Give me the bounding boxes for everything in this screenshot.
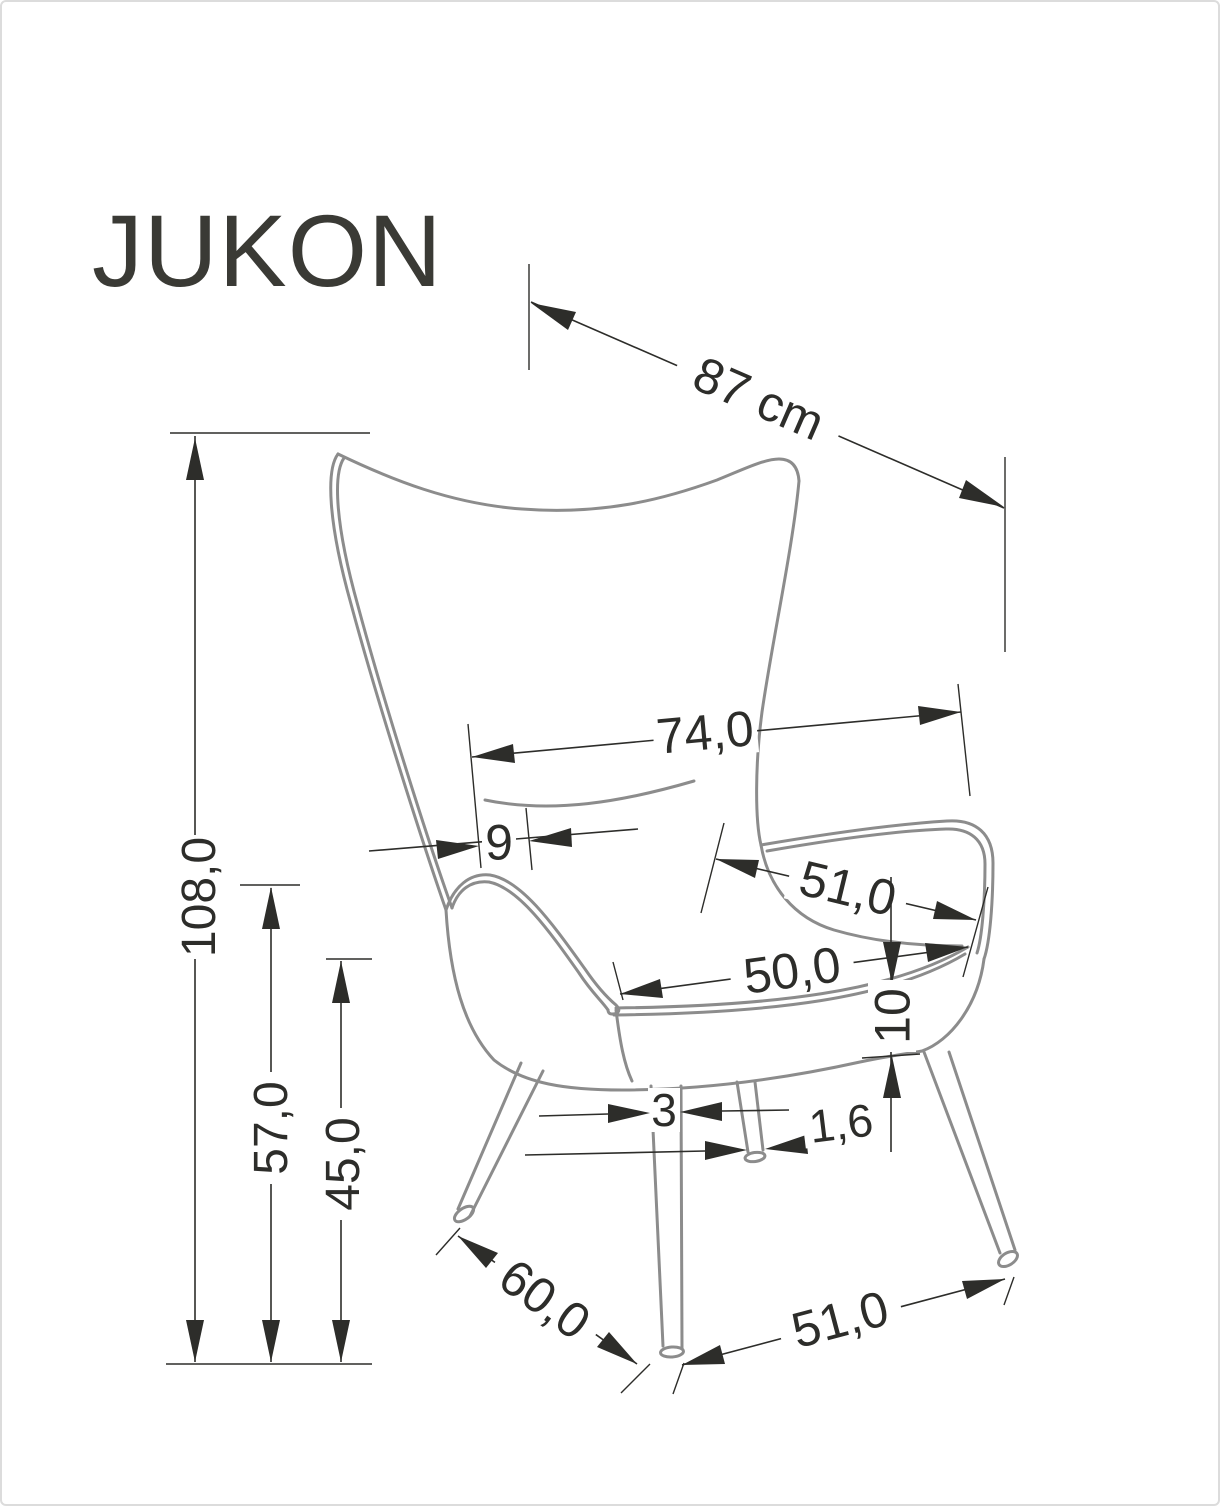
extension-line	[861, 1053, 921, 1059]
dim-back-width-label: 74,0	[654, 700, 756, 765]
arrowhead	[716, 859, 759, 878]
dim-base-depth: 60,0	[435, 1227, 651, 1394]
dim-back-width: 74,0	[467, 683, 971, 869]
chair-back-seam	[483, 779, 696, 808]
extension-line	[435, 1227, 651, 1394]
arrowhead	[186, 438, 204, 480]
chair-foot-rear-left	[743, 1150, 767, 1164]
dim-leg-top: 3	[538, 1084, 790, 1136]
chair-left-arm-inner	[450, 880, 610, 1012]
dim-height-seat-label: 45,0	[317, 1117, 370, 1210]
dim-seat-width-label: 50,0	[740, 936, 844, 1005]
label-backing	[783, 849, 913, 927]
dim-base-width-label: 51,0	[786, 1280, 894, 1359]
extension-line	[467, 683, 971, 869]
arrowhead	[883, 942, 901, 984]
chair-seat-front-corner	[614, 1008, 634, 1083]
chair-seat-edge-inner	[612, 952, 967, 1017]
arrowhead	[262, 887, 280, 929]
chair-back-top-edge	[336, 452, 801, 512]
dim-cushion: 10	[861, 877, 921, 1152]
arrowhead	[883, 1056, 901, 1098]
dim-back-diagonal: 87 cm	[528, 264, 1006, 652]
arrowhead	[332, 1320, 350, 1362]
arrowhead	[458, 1236, 498, 1268]
dim-seat-width: 50,0	[612, 936, 969, 1005]
label-backing	[482, 814, 516, 870]
arrowhead	[680, 1102, 722, 1121]
chair-leg-rear-left	[735, 1080, 765, 1154]
extension-line	[700, 822, 989, 978]
dim-leg-bottom-label: 1,6	[806, 1093, 876, 1152]
dim-cushion-label: 10	[865, 988, 921, 1044]
arrowhead	[620, 979, 663, 998]
arrowhead	[436, 840, 479, 859]
arrowhead	[186, 1320, 204, 1362]
chair-body-bottom	[444, 908, 986, 1092]
dim-height-total: 108,0	[166, 432, 372, 1365]
extension-line	[166, 432, 372, 1365]
chair-back-right-edge	[755, 479, 801, 847]
arrowhead	[332, 961, 350, 1003]
extension-line	[528, 264, 1006, 652]
arrowhead	[959, 480, 1004, 507]
arrowhead	[262, 1320, 280, 1362]
arrowhead	[765, 1135, 808, 1154]
label-backing	[868, 980, 916, 1052]
arrowhead	[962, 1279, 1005, 1299]
chair-right-arm-inner	[765, 827, 987, 955]
arrowhead	[608, 1104, 650, 1123]
chair-seat-edge-outer	[614, 945, 970, 1010]
chair-foot-rear-right	[997, 1249, 1019, 1269]
arrowhead	[925, 943, 968, 962]
chair-back-left-outer	[329, 452, 448, 912]
label-backing	[479, 1241, 611, 1357]
chair-back-left-inner	[336, 456, 454, 910]
label-backing	[245, 1072, 295, 1184]
chair-left-arm-outer	[444, 873, 621, 1016]
dimension-line	[538, 1109, 790, 1117]
dim-height-arm-label: 57,0	[245, 1081, 298, 1174]
label-backing	[773, 1278, 907, 1360]
dim-headrest: 9	[368, 807, 639, 871]
chair-foot-front-center	[659, 1345, 685, 1359]
dim-height-seat: 45,0	[317, 958, 372, 1362]
dim-seat-depth-label: 51,0	[794, 850, 902, 927]
arrowhead	[918, 706, 961, 725]
dim-height-arm: 57,0	[240, 884, 300, 1362]
arrowhead	[472, 744, 515, 763]
dim-base-width: 51,0	[672, 1276, 1015, 1395]
dim-headrest-label: 9	[485, 815, 513, 871]
label-backing	[650, 702, 760, 762]
label-backing	[317, 1108, 367, 1220]
chair-leg-front-left	[456, 1061, 545, 1218]
arrowhead	[705, 1141, 747, 1160]
dim-leg-top-label: 3	[651, 1084, 677, 1136]
label-backing	[800, 1097, 882, 1149]
arrowhead	[933, 901, 976, 920]
arrowhead	[531, 303, 576, 330]
chair-foot-front-left	[452, 1204, 476, 1224]
arrowhead	[682, 1345, 725, 1365]
extension-line	[672, 1276, 1015, 1395]
arrowhead	[529, 828, 572, 847]
page-title: JUKON	[92, 194, 443, 308]
chair-leg-rear-right	[922, 1050, 1017, 1255]
chair-right-arm-outer	[759, 819, 995, 961]
label-backing	[173, 835, 223, 959]
dim-height-total-label: 108,0	[173, 837, 226, 957]
dim-back-diagonal-label: 87 cm	[685, 346, 832, 452]
dim-leg-bottom: 1,6	[524, 1093, 882, 1160]
label-backing	[667, 338, 851, 458]
arrowhead	[597, 1332, 637, 1364]
label-backing	[727, 938, 857, 1002]
label-backing	[648, 1088, 680, 1132]
extension-line	[525, 807, 533, 871]
